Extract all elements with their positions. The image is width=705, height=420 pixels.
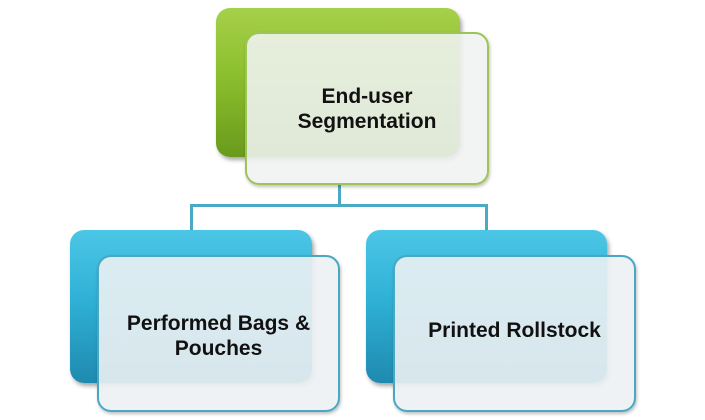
child-node-label-line1: Performed Bags & (126, 311, 311, 335)
root-node-label-line2: Segmentation (297, 109, 437, 133)
connector-horizontal (190, 204, 488, 207)
child-node-label-line2: Pouches (174, 336, 263, 360)
child-node-card[interactable]: Performed Bags & Pouches (97, 255, 340, 412)
root-node-card[interactable]: End-user Segmentation (245, 32, 489, 185)
child-node-label: Printed Rollstock (428, 318, 601, 343)
child-node-label: Performed Bags & Pouches (127, 311, 310, 361)
child-node-label-line1: Printed Rollstock (428, 319, 601, 342)
connector-right-drop (485, 204, 488, 232)
connector-left-drop (190, 204, 193, 232)
child-node-card[interactable]: Printed Rollstock (393, 255, 636, 412)
connector-trunk (338, 183, 341, 207)
root-node-label-line1: End-user (321, 84, 413, 108)
root-node-label: End-user Segmentation (298, 84, 437, 134)
